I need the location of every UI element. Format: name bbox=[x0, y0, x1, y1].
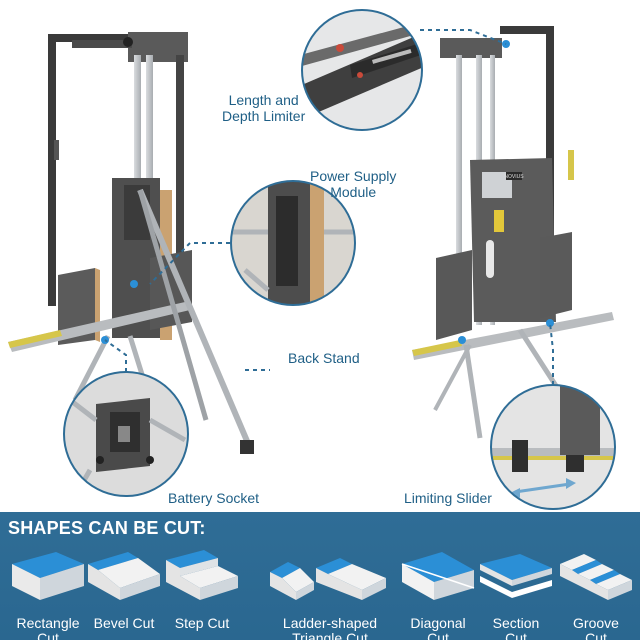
shape-label: Bevel Cut bbox=[93, 615, 155, 631]
label-length-depth-limiter: Length and Depth Limiter bbox=[222, 92, 306, 124]
shape-label: Step Cut bbox=[174, 615, 230, 631]
shape-item-groove-cut: Groove Cut bbox=[556, 542, 636, 640]
panel-brand-text: NOVIUS bbox=[504, 174, 524, 180]
callout-connectors bbox=[104, 29, 554, 385]
shape-item-section-cut: Section Cut bbox=[476, 542, 556, 640]
shape-item-rectangle-cut: Rectangle Cut bbox=[8, 542, 88, 640]
shapes-panel: SHAPES CAN BE CUT: Rectangle Cut Bevel C… bbox=[0, 512, 640, 640]
shape-item-bevel-cut: Bevel Cut bbox=[84, 542, 164, 640]
label-limiting-slider: Limiting Slider bbox=[404, 490, 492, 506]
section-cut-icon bbox=[480, 554, 552, 598]
groove-cut-icon bbox=[560, 554, 632, 600]
shape-label: Diagonal Cut bbox=[410, 615, 466, 640]
shape-label: Ladder-shaped Triangle Cut bbox=[282, 615, 378, 640]
shape-label: Rectangle Cut bbox=[16, 615, 80, 640]
machine-diagram: NOVIUS bbox=[8, 9, 616, 510]
ladder-triangle-cut-icon bbox=[270, 558, 386, 600]
left-machine bbox=[8, 32, 254, 454]
shape-label: Groove Cut bbox=[573, 615, 619, 640]
shape-item-diagonal-cut: Diagonal Cut bbox=[398, 542, 478, 640]
shape-item-step-cut: Step Cut bbox=[162, 542, 242, 640]
zoom-length-depth-limiter bbox=[301, 9, 423, 131]
label-battery-socket: Battery Socket bbox=[168, 490, 260, 506]
bevel-cut-icon bbox=[88, 552, 160, 600]
shape-label: Section Cut bbox=[492, 615, 540, 640]
rectangle-cut-icon bbox=[12, 552, 84, 600]
shape-item-ladder-triangle-cut: Ladder-shaped Triangle Cut bbox=[270, 542, 390, 640]
product-illustration: NOVIUS bbox=[8, 9, 616, 510]
label-power-supply-module: Power Supply Module bbox=[310, 168, 397, 200]
step-cut-icon bbox=[166, 550, 238, 600]
zoom-battery-socket bbox=[63, 371, 189, 497]
label-back-stand: Back Stand bbox=[288, 350, 360, 366]
shapes-title: SHAPES CAN BE CUT: bbox=[8, 518, 206, 538]
zoom-power-supply-module bbox=[230, 180, 356, 306]
diagonal-cut-icon bbox=[401, 552, 475, 600]
zoom-limiting-slider bbox=[490, 384, 616, 510]
right-machine: NOVIUS bbox=[412, 26, 614, 439]
